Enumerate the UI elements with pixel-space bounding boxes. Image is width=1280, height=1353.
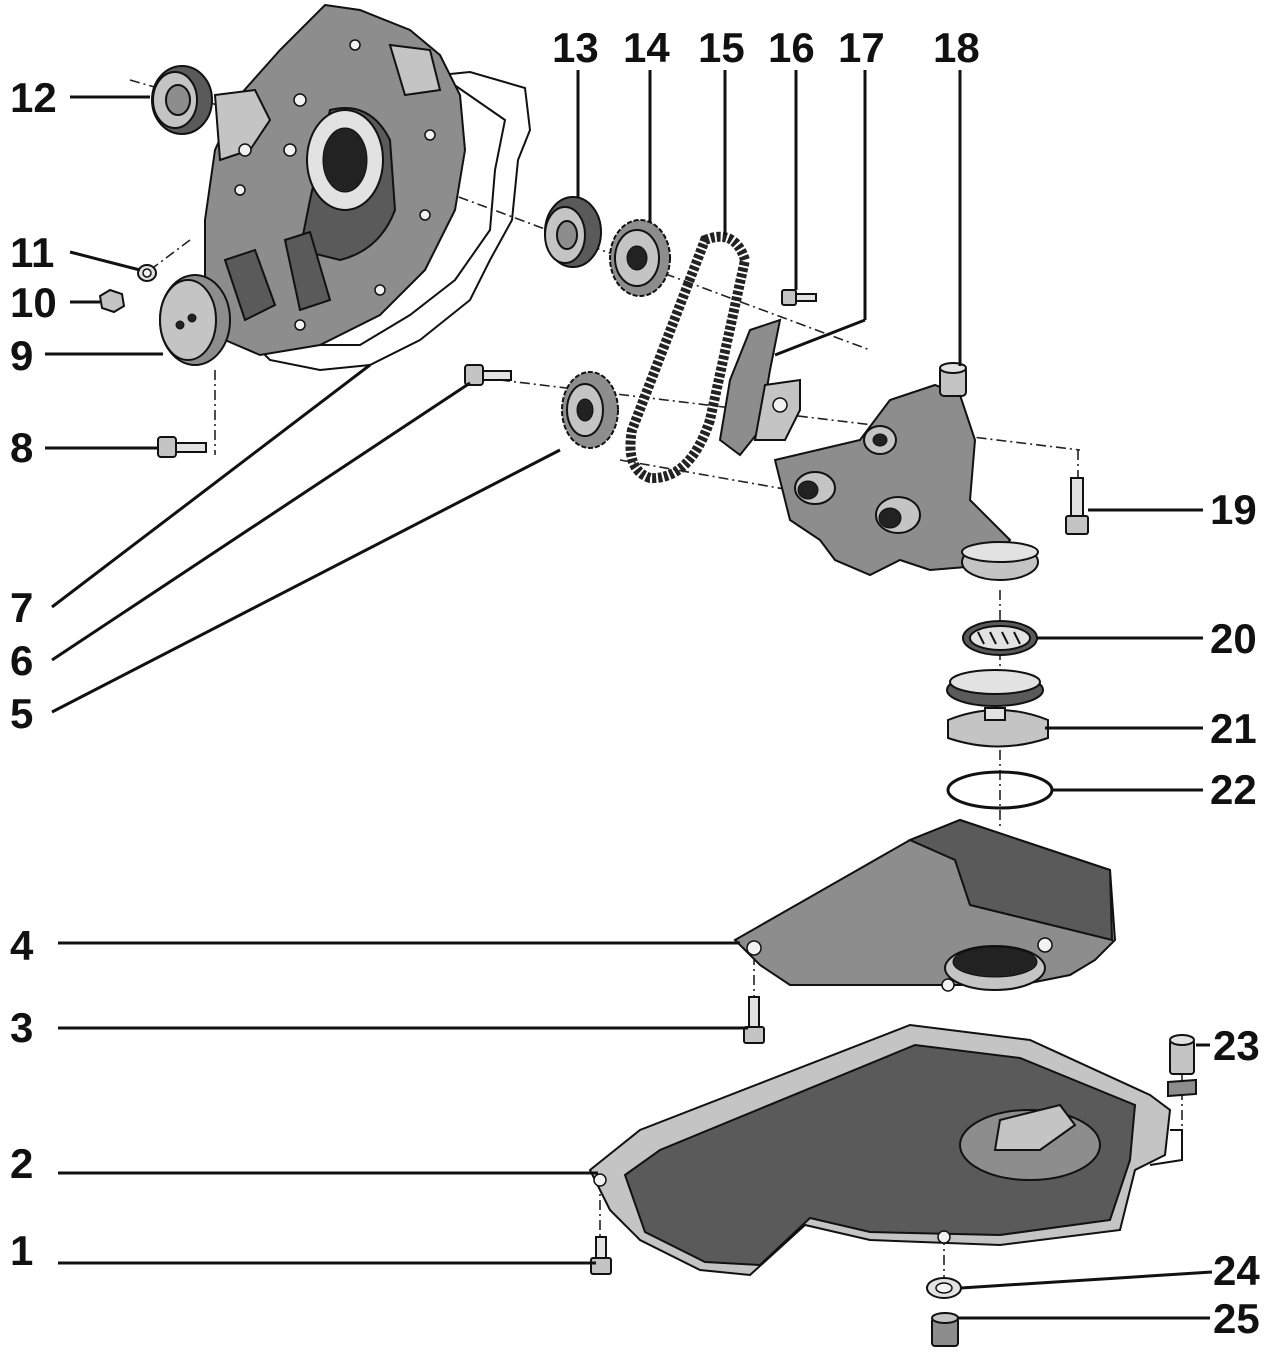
callout-19: 19 bbox=[1210, 486, 1257, 533]
cap-23 bbox=[1167, 1034, 1197, 1098]
callout-8: 8 bbox=[10, 424, 33, 471]
bolt-16 bbox=[781, 289, 817, 306]
callout-20: 20 bbox=[1210, 615, 1257, 662]
callout-6: 6 bbox=[10, 637, 33, 684]
screen-20 bbox=[962, 620, 1038, 656]
seal-12 bbox=[151, 65, 213, 135]
callout-24: 24 bbox=[1213, 1247, 1260, 1294]
oil-pan-2 bbox=[588, 1023, 1183, 1277]
oil-pump-18 bbox=[773, 362, 1039, 581]
callout-12: 12 bbox=[10, 74, 57, 121]
callout-13: 13 bbox=[552, 24, 599, 71]
callout-1: 1 bbox=[10, 1227, 33, 1274]
callout-9: 9 bbox=[10, 332, 33, 379]
callout-10: 10 bbox=[10, 279, 57, 326]
callout-labels: 1 2 3 4 5 6 7 8 9 10 11 12 13 14 15 16 1… bbox=[10, 24, 1260, 1342]
bolt-1 bbox=[590, 1236, 612, 1275]
sprocket-5 bbox=[561, 371, 619, 449]
baffle-plate-4 bbox=[733, 818, 1117, 992]
tensioner-9 bbox=[159, 274, 231, 366]
bolt-19 bbox=[1065, 477, 1089, 535]
front-cover bbox=[204, 3, 532, 372]
washer-11 bbox=[137, 264, 157, 282]
sprocket-14 bbox=[609, 219, 671, 297]
bolt-6 bbox=[464, 364, 512, 386]
callout-22: 22 bbox=[1210, 766, 1257, 813]
callout-23: 23 bbox=[1213, 1022, 1260, 1069]
washer-24 bbox=[926, 1277, 962, 1299]
callout-15: 15 bbox=[698, 24, 745, 71]
callout-11: 11 bbox=[10, 229, 54, 276]
chain-15 bbox=[625, 231, 751, 484]
callout-21: 21 bbox=[1210, 705, 1257, 752]
callout-2: 2 bbox=[10, 1140, 33, 1187]
callout-25: 25 bbox=[1213, 1295, 1260, 1342]
seal-13 bbox=[544, 196, 602, 268]
callout-7: 7 bbox=[10, 584, 33, 631]
bolt-8 bbox=[157, 436, 207, 458]
callout-16: 16 bbox=[768, 24, 815, 71]
leader-lines bbox=[45, 70, 1213, 1320]
callout-4: 4 bbox=[10, 922, 34, 969]
nut-10 bbox=[98, 288, 126, 314]
callout-3: 3 bbox=[10, 1004, 33, 1051]
callout-17: 17 bbox=[838, 24, 885, 71]
bolt-3 bbox=[743, 996, 765, 1044]
callout-18: 18 bbox=[933, 24, 980, 71]
retainer-21 bbox=[946, 669, 1049, 748]
callout-5: 5 bbox=[10, 690, 33, 737]
callout-14: 14 bbox=[623, 24, 670, 71]
chain-guide-17 bbox=[718, 318, 801, 457]
drain-plug-25 bbox=[931, 1312, 959, 1347]
